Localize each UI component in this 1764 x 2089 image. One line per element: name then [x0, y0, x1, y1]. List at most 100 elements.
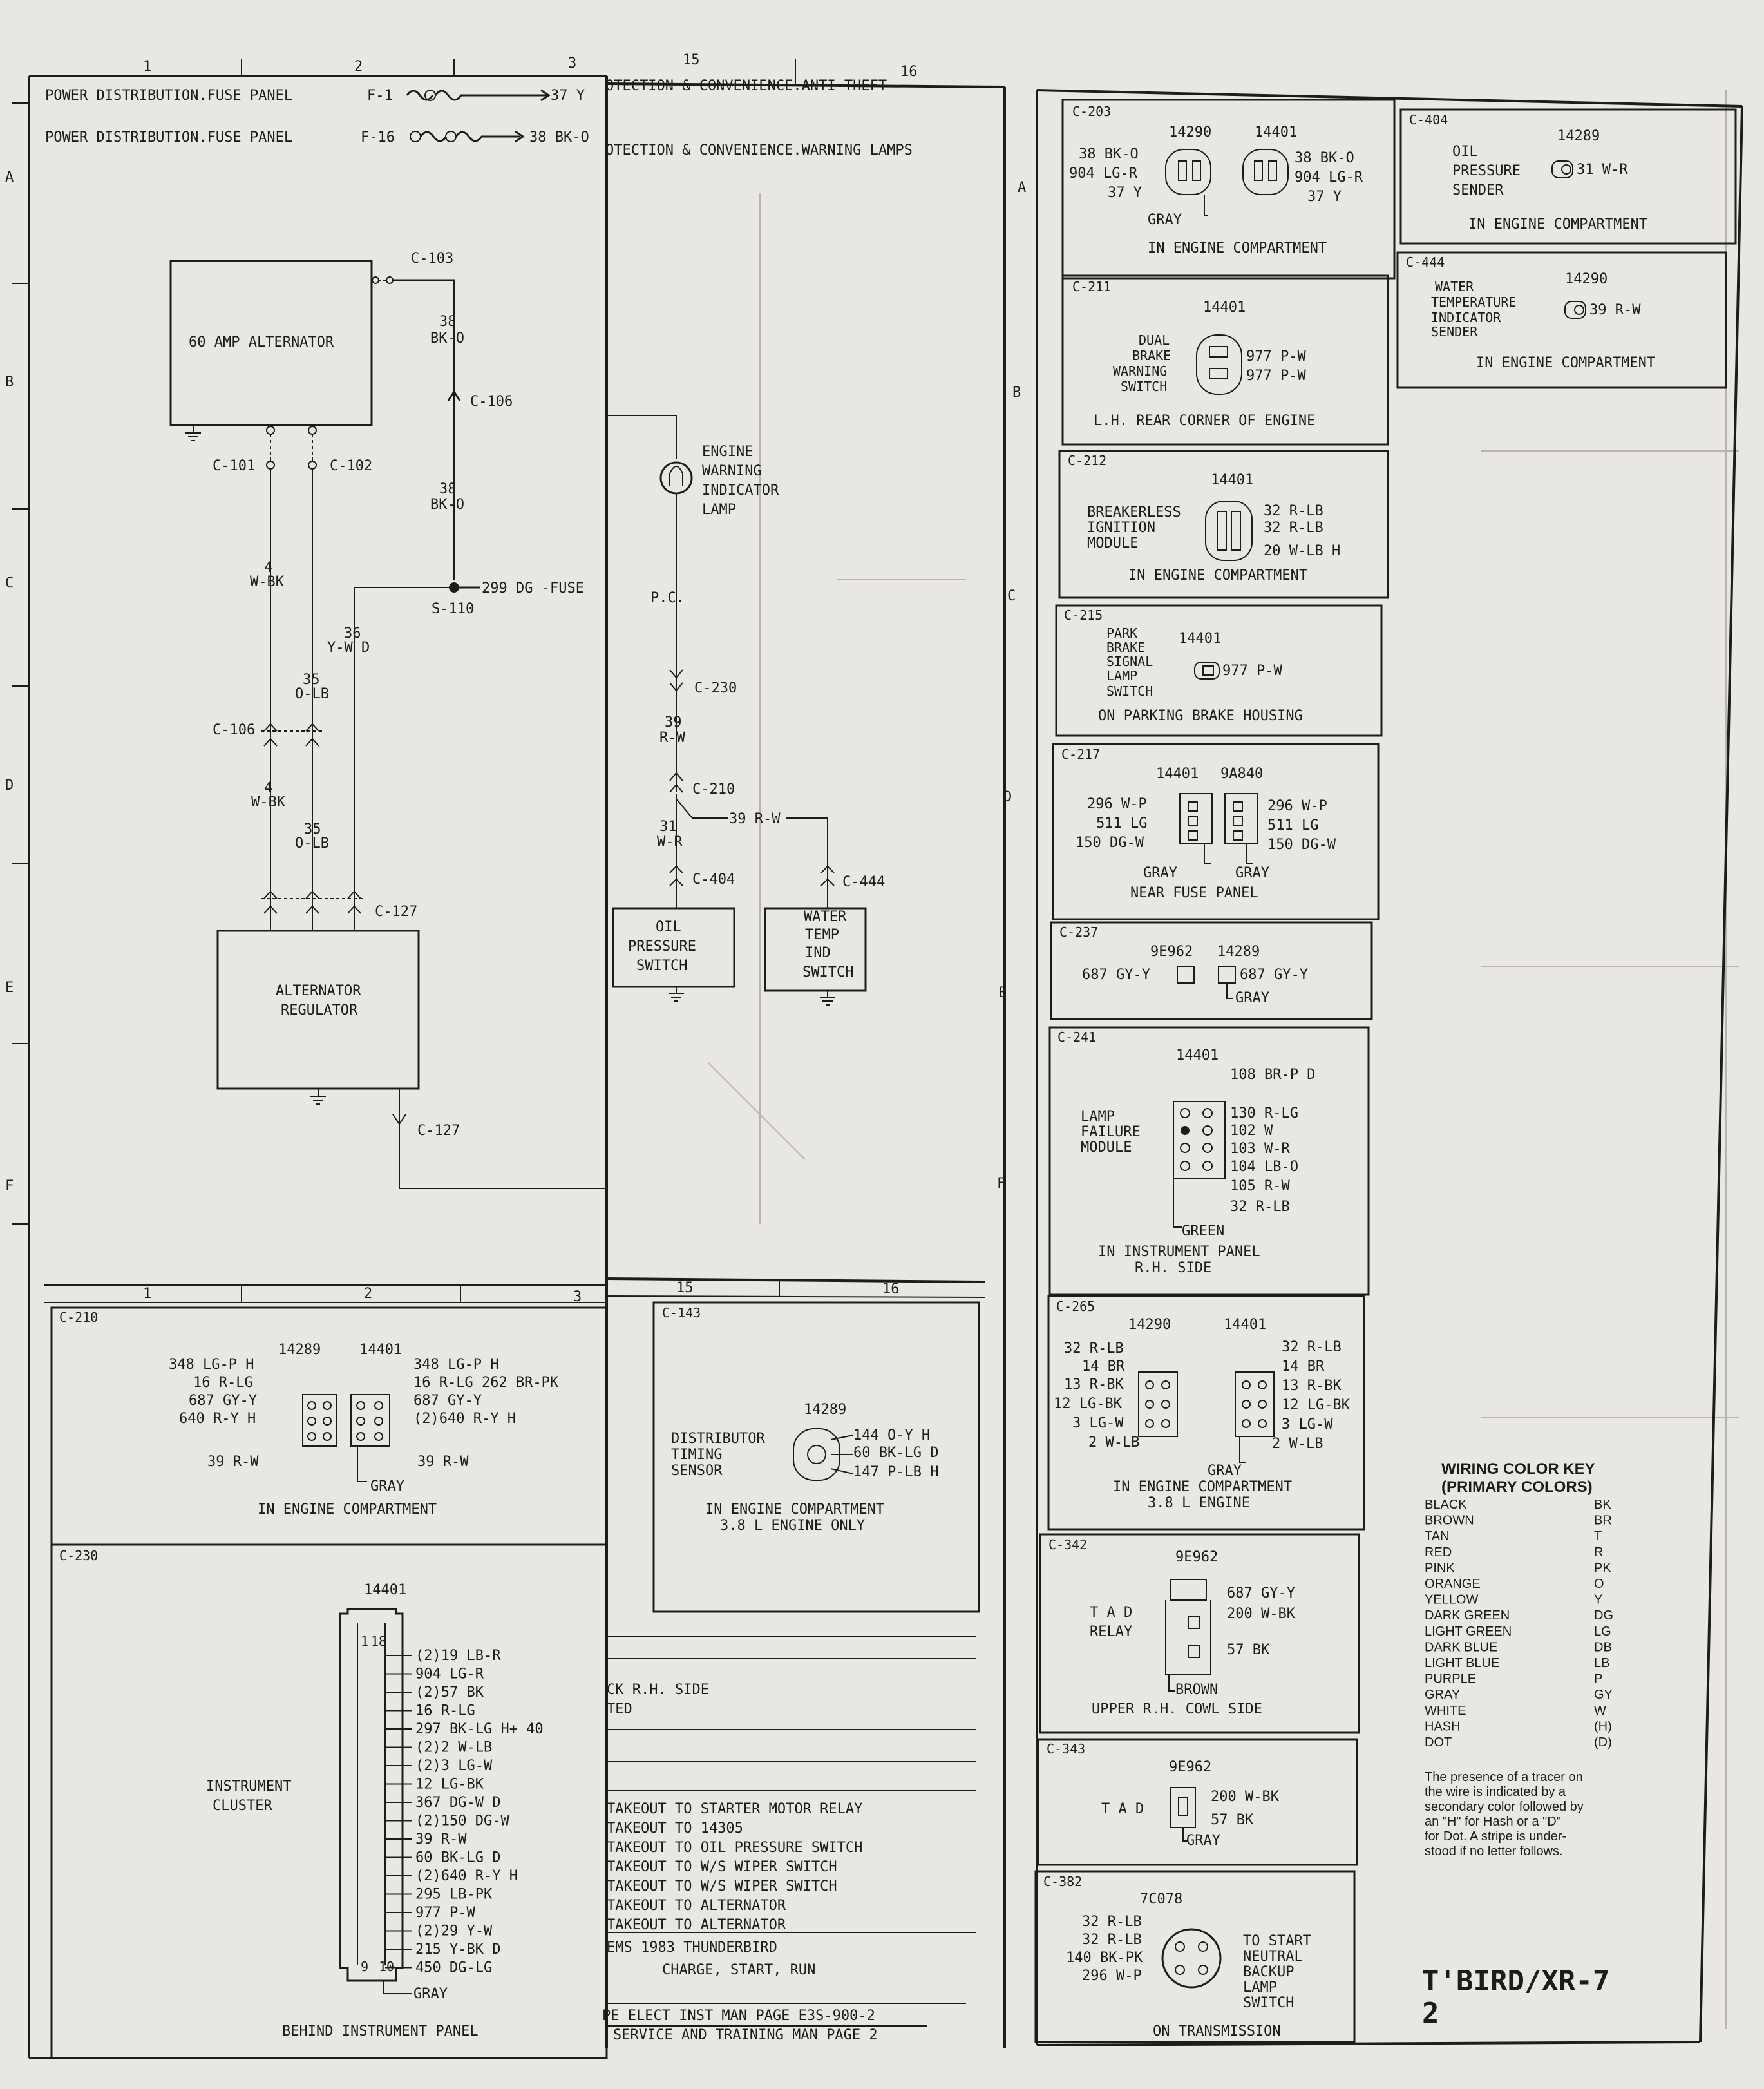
component-label: LAMP — [1243, 1979, 1277, 1996]
wire-label: GRAY — [1235, 865, 1269, 881]
part-number: 9E962 — [1150, 944, 1193, 960]
connector-c143: C-143 14289 DISTRIBUTOR TIMING SENSOR 14… — [652, 1301, 980, 1613]
cluster-wire-label: 39 R-W — [415, 1831, 467, 1847]
takeout-item: TAKEOUT TO W/S WIPER SWITCH — [607, 1878, 837, 1894]
part-number: 14290 — [1169, 124, 1211, 140]
connector-id: C-343 — [1047, 1741, 1085, 1757]
wire-label: 687 GY-Y — [413, 1393, 482, 1409]
row-label: E — [998, 985, 1007, 1001]
component-label: DUAL — [1139, 332, 1170, 348]
wire-label: 3 LG-W — [1282, 1417, 1333, 1433]
cluster-wire-label: (2)3 LG-W — [415, 1758, 493, 1774]
part-number: 14290 — [1128, 1317, 1171, 1333]
takeout-item: TAKEOUT TO 14305 — [607, 1820, 743, 1836]
wire-label: 31 W-R — [1577, 162, 1628, 178]
cluster-wire-label: 60 BK-LG D — [415, 1850, 500, 1866]
row-label: F — [997, 1176, 1005, 1192]
connector-c444: C-444 14290 WATER TEMPERATURE INDICATOR … — [1396, 251, 1727, 389]
wire-label: 13 R-BK — [1064, 1377, 1124, 1393]
col-label: 1 — [143, 59, 151, 75]
color-name: LIGHT BLUE — [1425, 1656, 1499, 1670]
location-label: R.H. SIDE — [1135, 1260, 1211, 1276]
pin-label: 1 — [361, 1634, 368, 1649]
wire-label: 39 R-W — [729, 811, 781, 827]
connector-ref: C-101 — [213, 458, 255, 474]
wire-num: 38 — [439, 314, 457, 330]
note-text: CK R.H. SIDE — [607, 1682, 709, 1698]
system-link-label: OTECTION & CONVENIENCE.ANTI-THEFT — [605, 78, 887, 94]
color-name: RED — [1425, 1545, 1452, 1560]
wire-label: 140 BK-PK — [1066, 1950, 1143, 1966]
ground-icon — [820, 991, 835, 1006]
connector-id: C-212 — [1068, 453, 1106, 468]
connector-c404: C-404 14289 OIL PRESSURE SENDER 31 W-R I… — [1399, 108, 1737, 245]
wire-label: 511 LG — [1096, 816, 1147, 832]
component-label: BACKUP — [1243, 1964, 1294, 1980]
note-text: TED — [607, 1701, 632, 1717]
color-code: Y — [1594, 1593, 1602, 1607]
cluster-wire-label: (2)2 W-LB — [415, 1740, 492, 1756]
wire-label: 39 R-W — [1589, 302, 1641, 318]
wire-label: 37 Y — [551, 88, 585, 104]
cluster-wire-label: (2)29 Y-W — [415, 1923, 493, 1940]
color-name: PINK — [1425, 1561, 1455, 1575]
switch-label: IND — [805, 945, 831, 961]
location-label: IN ENGINE COMPARTMENT — [1113, 1479, 1292, 1495]
component-label: MODULE — [1081, 1140, 1132, 1156]
connector-c212: C-212 14401 BREAKERLESS IGNITION MODULE … — [1058, 450, 1389, 599]
part-number: 14401 — [1224, 1317, 1266, 1333]
lamp-label: INDICATOR — [702, 482, 779, 499]
component-label: NEUTRAL — [1243, 1949, 1303, 1965]
takeout-item: TAKEOUT TO STARTER MOTOR RELAY — [607, 1801, 862, 1817]
wire-label: 904 LG-R — [1069, 166, 1138, 182]
grid-labels: 1 2 3 15 16 A B C D E F A B C D E F 1 2 … — [5, 52, 1026, 1305]
color-code: LB — [1594, 1656, 1609, 1670]
component-label: WARNING — [1113, 363, 1167, 379]
color-name: GRAY — [1425, 1688, 1460, 1702]
feed-label: POWER DISTRIBUTION.FUSE PANEL — [45, 129, 292, 146]
color-key-note-line: The presence of a tracer on — [1425, 1770, 1583, 1784]
connector-c211: C-211 14401 DUAL BRAKE WARNING SWITCH 97… — [1061, 274, 1389, 446]
location-label: IN INSTRUMENT PANEL — [1098, 1244, 1260, 1260]
warning-lamp-circuit: ENGINE WARNING INDICATOR LAMP P.C. C-230… — [607, 415, 885, 1006]
connector-c342: C-342 9E962 T A D RELAY 687 GY-Y 200 W-B… — [1039, 1533, 1360, 1734]
ground-icon — [310, 1089, 326, 1105]
wire-label: 57 BK — [1211, 1812, 1254, 1828]
part-number: 14401 — [1211, 472, 1253, 488]
connector-id: C-215 — [1064, 607, 1103, 623]
wire-label: 640 R-Y H — [179, 1411, 256, 1427]
color-code: DB — [1594, 1640, 1612, 1654]
location-label: 3.8 L ENGINE — [1148, 1495, 1250, 1511]
component-label: TIMING — [671, 1447, 722, 1463]
wire-color: O-LB — [295, 835, 329, 852]
system-link-label: OTECTION & CONVENIENCE.WARNING LAMPS — [605, 142, 913, 158]
wire-num: 4 — [264, 780, 272, 796]
location-label: IN ENGINE COMPARTMENT — [705, 1502, 884, 1518]
reference-text: PE ELECT INST MAN PAGE E3S-900-2 — [602, 2008, 875, 2024]
oil-pressure-switch-box — [612, 907, 735, 988]
wire-label: 37 Y — [1307, 189, 1342, 205]
connector-id: C-217 — [1061, 747, 1100, 762]
wire-label: (2)640 R-Y H — [413, 1411, 516, 1427]
connector-id: C-342 — [1048, 1537, 1087, 1552]
takeout-item: TAKEOUT TO ALTERNATOR — [607, 1898, 786, 1914]
part-number: 9A840 — [1220, 766, 1263, 782]
wire-label: 39 R-W — [417, 1454, 469, 1470]
location-label: IN ENGINE COMPARTMENT — [1148, 240, 1327, 256]
connector-id: C-210 — [59, 1310, 98, 1325]
color-name: ORANGE — [1425, 1577, 1481, 1591]
location-label: ON PARKING BRAKE HOUSING — [1098, 708, 1303, 724]
cluster-wire-label: 12 LG-BK — [415, 1777, 484, 1793]
part-number: 14289 — [1217, 944, 1260, 960]
cluster-wire-label: (2)19 LB-R — [415, 1648, 501, 1664]
wire-label: 16 R-LG 262 BR-PK — [413, 1375, 559, 1391]
wire-label: 38 BK-O — [1295, 150, 1354, 166]
color-key-note-line: secondary color followed by — [1425, 1800, 1584, 1814]
connector-ref: C-106 — [470, 394, 513, 410]
switch-label: TEMP — [805, 927, 839, 943]
part-number: 9E962 — [1175, 1549, 1218, 1565]
wire-label: GRAY — [1208, 1463, 1242, 1479]
lamp-label: LAMP — [702, 502, 736, 518]
fuse-label: F-1 — [367, 88, 393, 104]
